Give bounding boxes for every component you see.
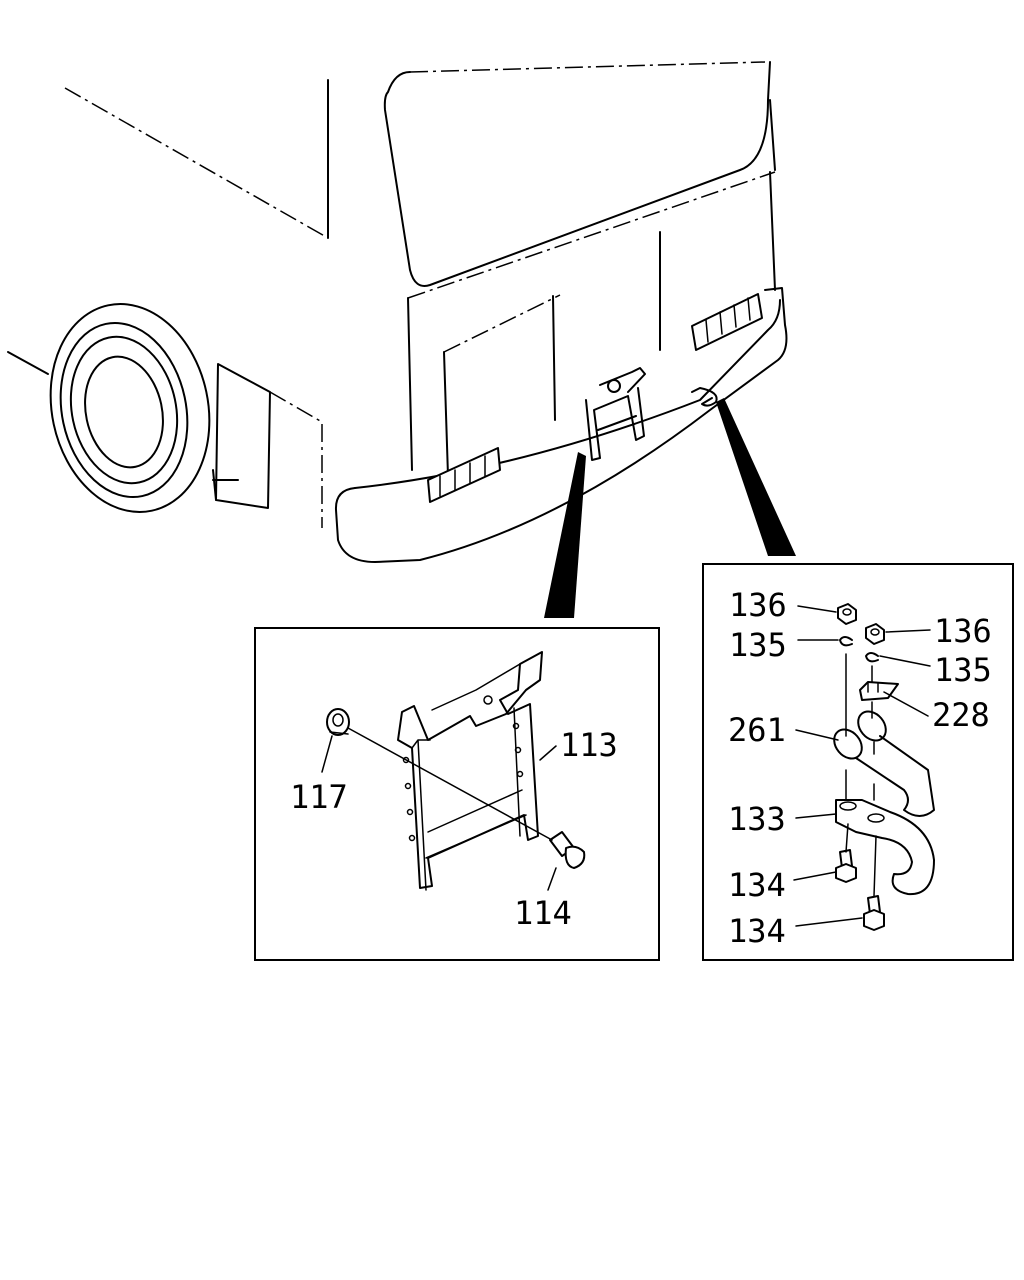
callout-134-upper: 134	[728, 866, 786, 904]
callout-114: 114	[514, 894, 572, 932]
washer-135-left	[839, 636, 853, 647]
hanger-inset: 113 117 114	[254, 627, 660, 961]
bolt-134-right	[863, 895, 885, 931]
callout-135-left: 135	[729, 626, 787, 664]
nut-136-left	[837, 603, 857, 625]
callout-117: 117	[290, 778, 348, 816]
mud-flap	[212, 363, 323, 528]
nut-136-right	[865, 623, 885, 645]
leader-wedge-left	[544, 452, 586, 618]
bolt-114	[549, 831, 586, 869]
callout-113: 113	[560, 726, 618, 764]
hanger-inset-frame	[254, 627, 660, 961]
vehicle-rear-view	[7, 61, 796, 618]
washer-135-right	[865, 652, 879, 663]
callout-135-right: 135	[934, 651, 992, 689]
tow-hook-133	[835, 799, 935, 896]
hook-inset-frame	[702, 563, 1014, 961]
callout-136-right: 136	[934, 612, 992, 650]
hook-inset: 136 135 136 135 228 261 133 134 134	[702, 563, 1014, 961]
callout-133: 133	[728, 800, 786, 838]
plate-228	[859, 681, 899, 701]
bolt-134-left	[835, 849, 857, 883]
pipe-261	[833, 710, 935, 817]
callout-134-lower: 134	[728, 912, 786, 950]
callout-136-left: 136	[729, 586, 787, 624]
callout-261: 261	[728, 711, 786, 749]
tail-lamp-right	[691, 293, 763, 351]
leader-wedge-right	[716, 398, 796, 556]
callout-228: 228	[932, 696, 990, 734]
rear-wheel	[49, 303, 211, 513]
plate-hanger-on-vehicle	[585, 367, 646, 461]
tail-lamp-left	[427, 447, 501, 503]
flange-nut-117	[326, 708, 350, 736]
